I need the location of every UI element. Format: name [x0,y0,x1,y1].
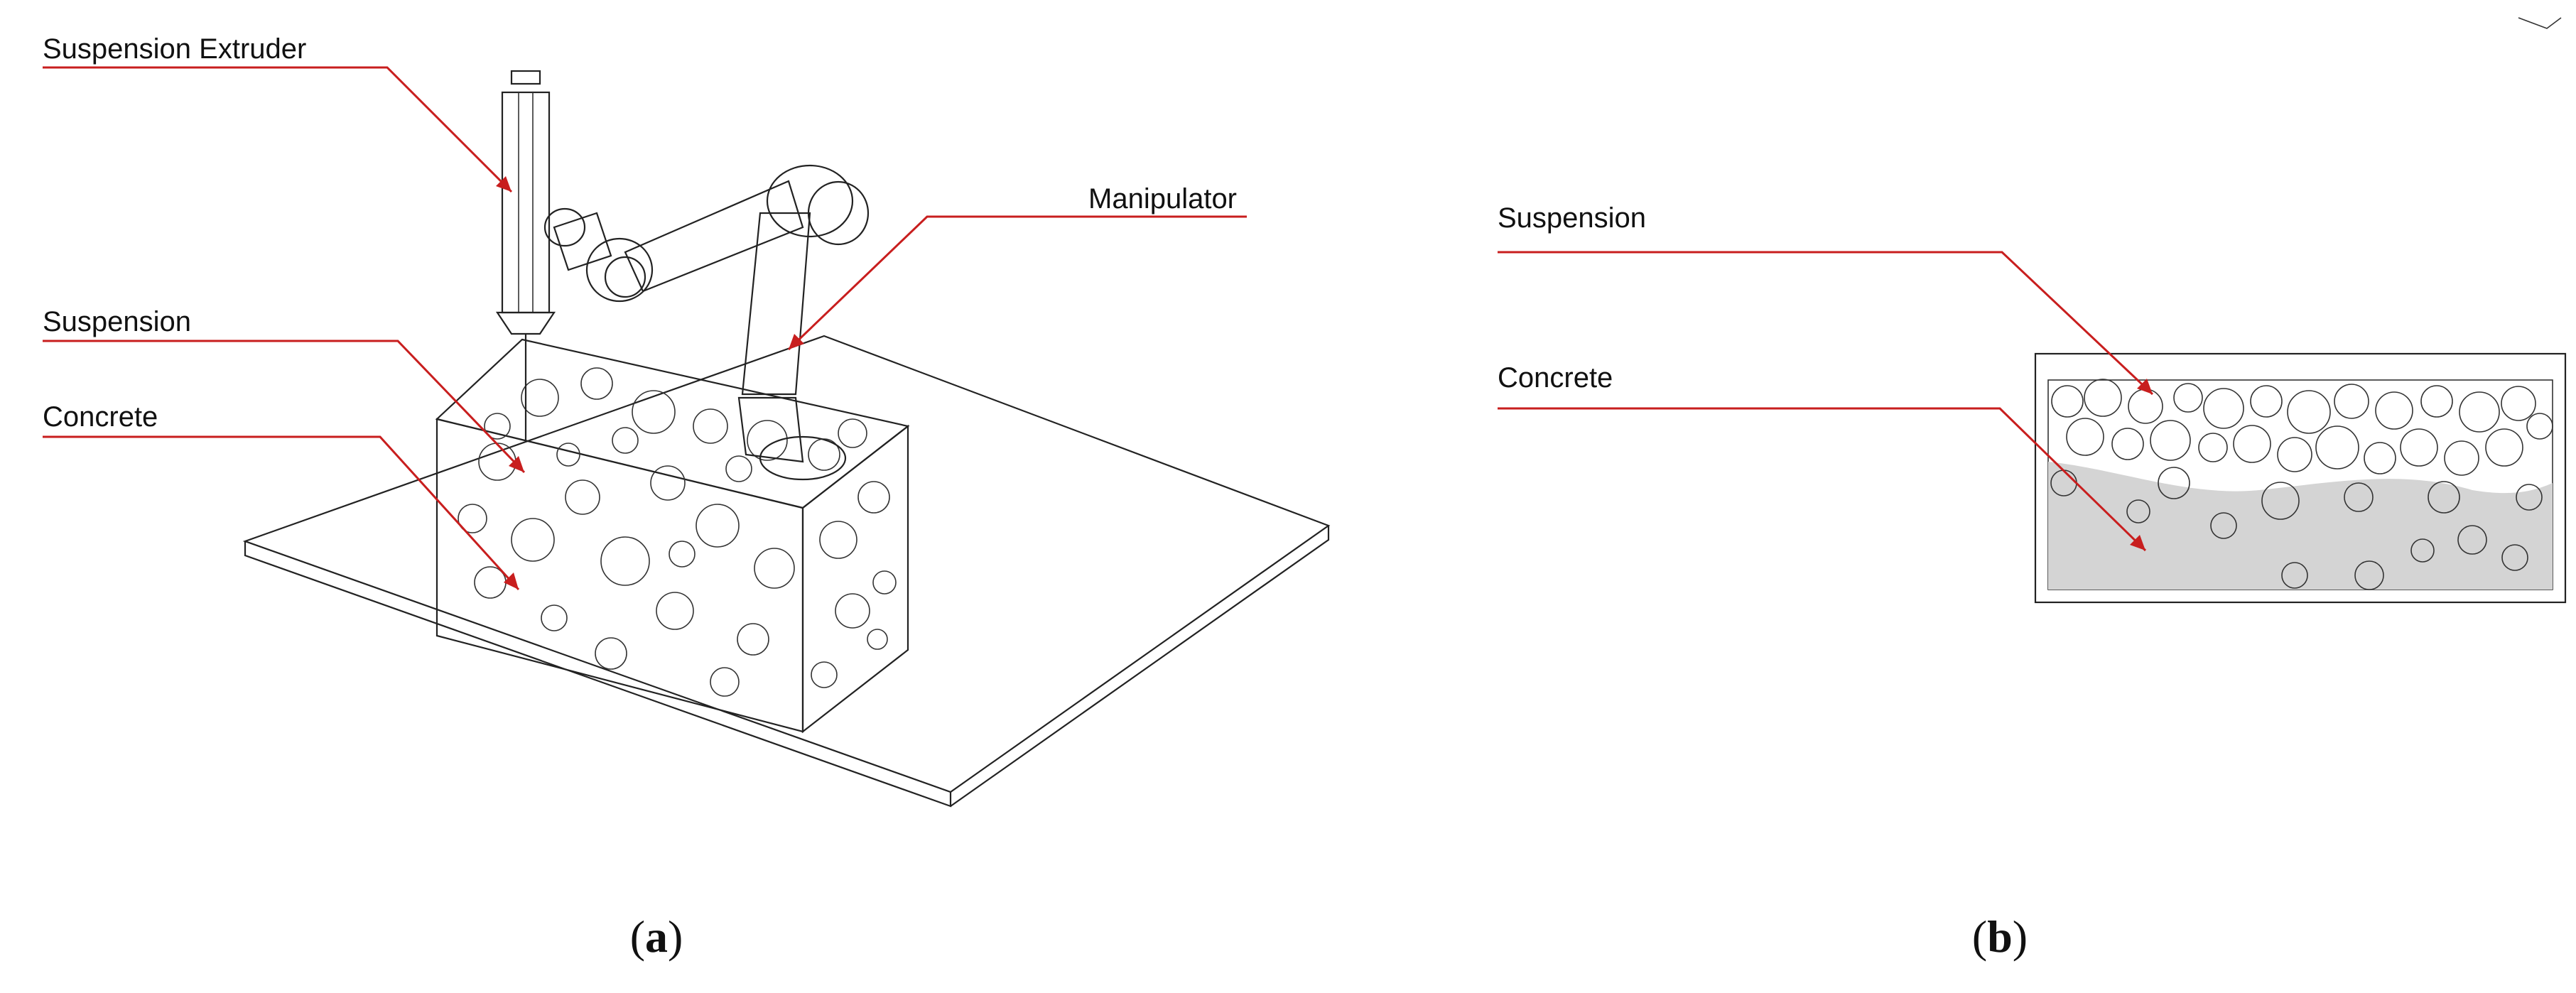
robot-manipulator [543,164,870,481]
label-concrete-b: Concrete [1498,362,1613,394]
leader-manipulator [787,215,1247,351]
panel-b: Suspension Concrete (b) [1498,17,2567,962]
base-plate [242,335,1331,808]
leader-suspension-extruder [43,66,513,193]
aggregate-voids [458,367,897,697]
leader-suspension-a [43,340,526,474]
label-concrete-a: Concrete [43,401,158,433]
cross-section [2034,352,2567,604]
label-suspension-b: Suspension [1498,202,1646,234]
panel-a: Suspension Extruder Manipulator Suspensi… [43,33,1331,962]
leader-suspension-b [1498,251,2154,396]
concrete-region [2048,462,2553,590]
suspension-extruder [495,70,556,440]
concrete-block [435,338,910,734]
label-suspension-a: Suspension [43,306,191,337]
label-suspension-extruder: Suspension Extruder [43,33,306,65]
caption-a: (a) [630,911,683,962]
corner-mark [2518,17,2562,29]
label-manipulator: Manipulator [1088,183,1237,215]
aggregate-particles [2050,379,2553,590]
leader-concrete-a [43,435,520,591]
caption-b: (b) [1972,911,2028,962]
leader-concrete-b [1498,407,2147,552]
